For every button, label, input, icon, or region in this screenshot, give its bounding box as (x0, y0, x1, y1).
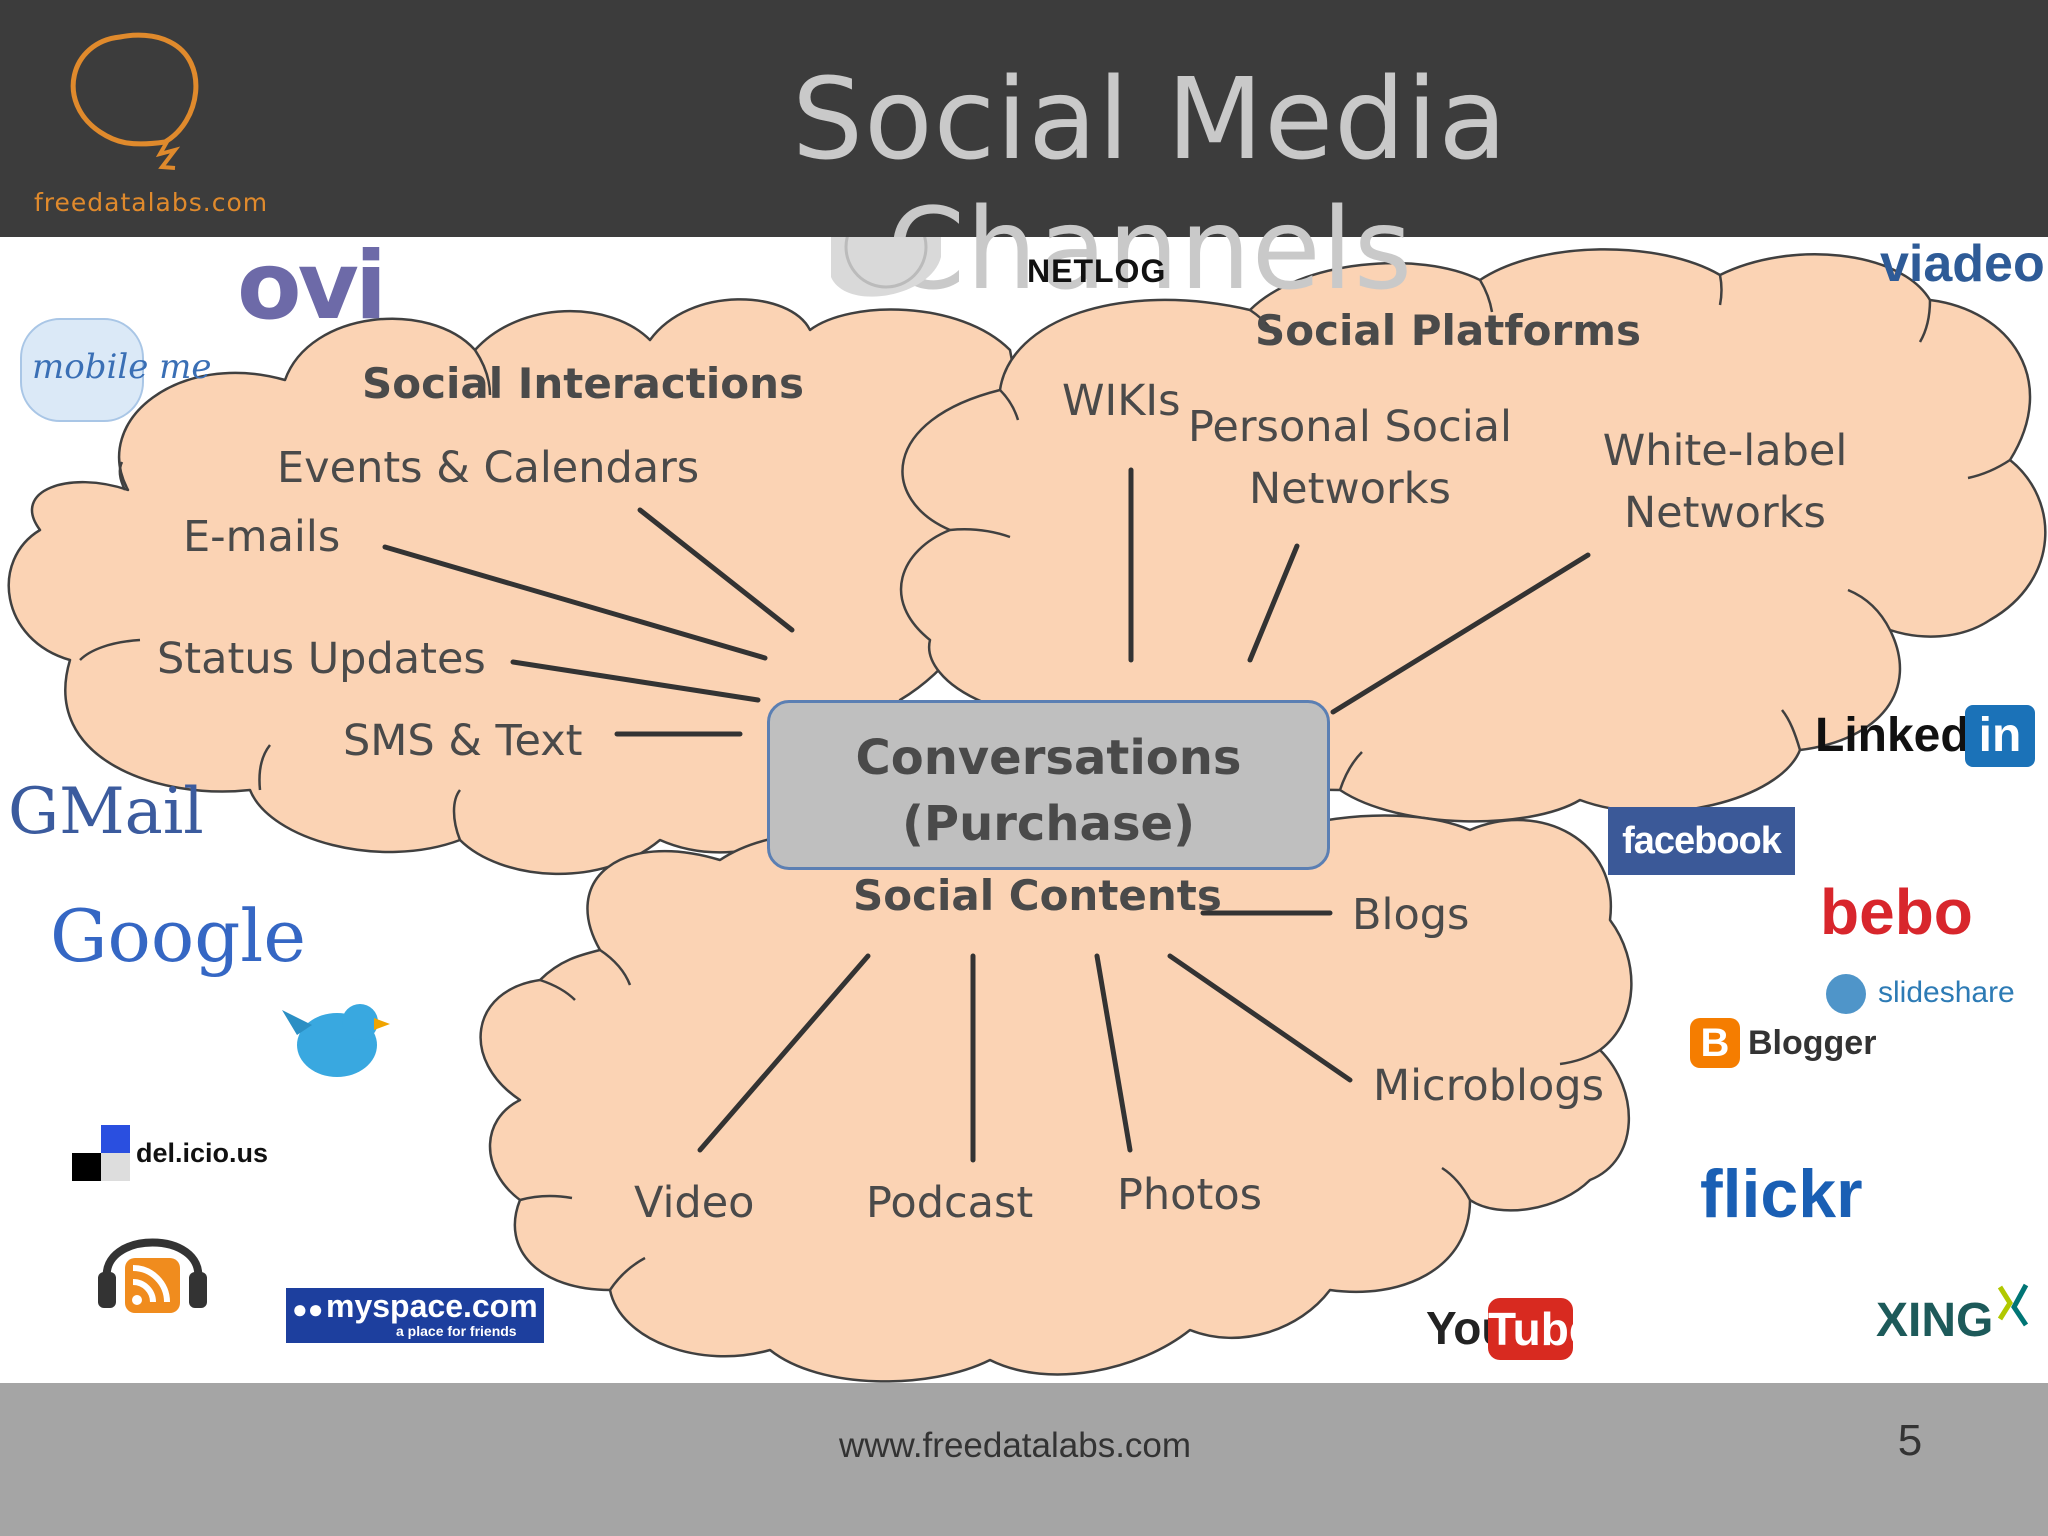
myspace-tagline: a place for friends (396, 1323, 517, 1339)
item-photos: Photos (1117, 1170, 1263, 1220)
linkedin-logo: Linked (1815, 709, 1970, 762)
mobileme-text: mobile me (32, 347, 212, 387)
myspace-text: myspace.com (326, 1288, 538, 1324)
connector-lines (382, 467, 1591, 1163)
heading-social-contents: Social Contents (853, 871, 1222, 920)
brand-name: freedatalabs.com (34, 188, 269, 217)
hub-conversations: Conversations (Purchase) (767, 700, 1330, 870)
cloud-social-platforms (899, 248, 2047, 823)
item-blogs: Blogs (1352, 890, 1470, 940)
item-microblogs: Microblogs (1373, 1061, 1604, 1111)
slideshare-logo: slideshare (1878, 976, 2015, 1009)
delicious-icon (72, 1125, 130, 1181)
google-logo: Google (50, 894, 306, 978)
item-podcast: Podcast (866, 1178, 1034, 1228)
youtube-logo-tube: Tube (1488, 1298, 1594, 1360)
item-sms-text: SMS & Text (343, 716, 583, 766)
podcast-headphones-icon (98, 1238, 207, 1313)
xing-logo: XING (1876, 1294, 1994, 1347)
twitter-bird-icon (282, 1004, 390, 1077)
netlog-logo: NETLOG (1027, 253, 1167, 289)
delicious-logo: del.icio.us (136, 1138, 269, 1168)
myspace-people-icon: ●● (292, 1294, 324, 1324)
slide-header: freedatalabs.com Social Media Channels (0, 0, 2048, 315)
item-wikis: WIKIs (1062, 376, 1181, 426)
slide-title: Social Media Channels (791, 55, 1509, 315)
hub-label: Conversations (Purchase) (855, 730, 1242, 852)
slide-footer: www.freedatalabs.com 5 (0, 1383, 2048, 1536)
heading-social-interactions: Social Interactions (362, 359, 805, 408)
page-number: 5 (1897, 1416, 1923, 1465)
item-white-label-networks: White-label Networks (1602, 426, 1848, 538)
mobileme-logo: mobile me (20, 318, 212, 422)
linkedin-in-badge: in (1965, 705, 2035, 767)
xing-x-icon (1997, 1283, 2029, 1327)
myspace-logo: myspace.com a place for friends ●● (286, 1288, 544, 1343)
item-e-mails: E-mails (183, 512, 341, 562)
heading-social-platforms: Social Platforms (1255, 306, 1641, 355)
lightbulb-icon (70, 32, 199, 170)
viadeo-logo: viadeo (1880, 235, 2045, 293)
slideshare-icon (1826, 974, 1866, 1014)
gmail-logo: GMail (8, 775, 204, 849)
blogger-logo: Blogger (1748, 1024, 1877, 1062)
wikipedia-globe-icon (831, 237, 941, 297)
footer-url[interactable]: www.freedatalabs.com (838, 1426, 1192, 1465)
bebo-logo: bebo (1820, 876, 1973, 948)
item-events-calendars: Events & Calendars (277, 443, 700, 493)
flickr-logo: flickr (1700, 1156, 1863, 1232)
ovi-logo: ovi (237, 232, 387, 341)
item-video: Video (634, 1178, 755, 1228)
facebook-logo: facebook (1608, 807, 1795, 875)
item-status-updates: Status Updates (157, 634, 486, 684)
item-personal-social-networks: Personal Social Networks (1188, 402, 1512, 514)
blogger-icon: B (1690, 1018, 1740, 1068)
